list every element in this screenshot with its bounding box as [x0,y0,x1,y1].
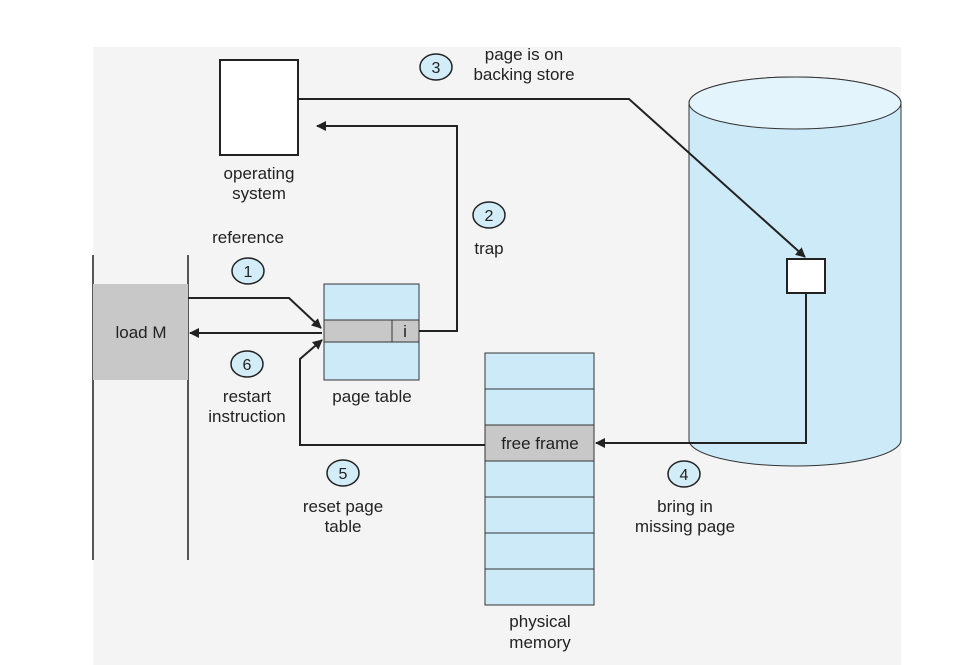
reset-page-table-label-line1: reset page [303,497,383,516]
reset-page-table-arrow [299,339,485,446]
trap-arrow [316,121,458,332]
operating-system-label-line2: system [232,184,286,203]
physical-memory [484,352,595,606]
bring-in-arrow [595,293,807,448]
step-2-number: 2 [485,208,494,225]
page-table-label: page table [332,387,411,406]
reference-label: reference [212,228,284,247]
operating-system-box [219,59,299,156]
backing-store-label-line1: page is on [485,45,563,64]
free-frame-label: free frame [501,434,578,453]
load-m-label: load M [115,323,166,342]
missing-page-block [786,258,826,294]
operating-system-label-line1: operating [224,164,295,183]
backing-store-disk-top [688,76,902,130]
load-m-instruction [93,284,188,380]
step-1-number: 1 [244,264,253,281]
reference-arrow [188,297,322,329]
trap-label: trap [474,239,503,258]
free-frame [484,424,595,462]
step-5-number: 5 [339,466,348,483]
bring-in-label-line1: bring in [657,497,713,516]
step-1-badge: 1 [231,257,265,285]
step-6-number: 6 [243,357,252,374]
bring-in-label-line2: missing page [635,517,735,536]
step-6-badge: 6 [230,350,264,378]
physical-memory-label-line2: memory [509,633,571,652]
physical-memory-label-line1: physical [509,612,570,631]
step-4-badge: 4 [667,460,701,488]
invalid-bit-label: i [403,322,407,341]
step-2-badge: 2 [472,201,506,229]
backing-store-label-line2: backing store [473,65,574,84]
step-3-badge: 3 [419,53,453,81]
reset-page-table-label-line2: table [325,517,362,536]
restart-label-line1: restart [223,387,271,406]
step-5-badge: 5 [326,459,360,487]
step-4-number: 4 [680,467,689,484]
step-3-number: 3 [432,60,441,77]
backing-store-arrow [298,98,806,258]
restart-label-line2: instruction [208,407,285,426]
